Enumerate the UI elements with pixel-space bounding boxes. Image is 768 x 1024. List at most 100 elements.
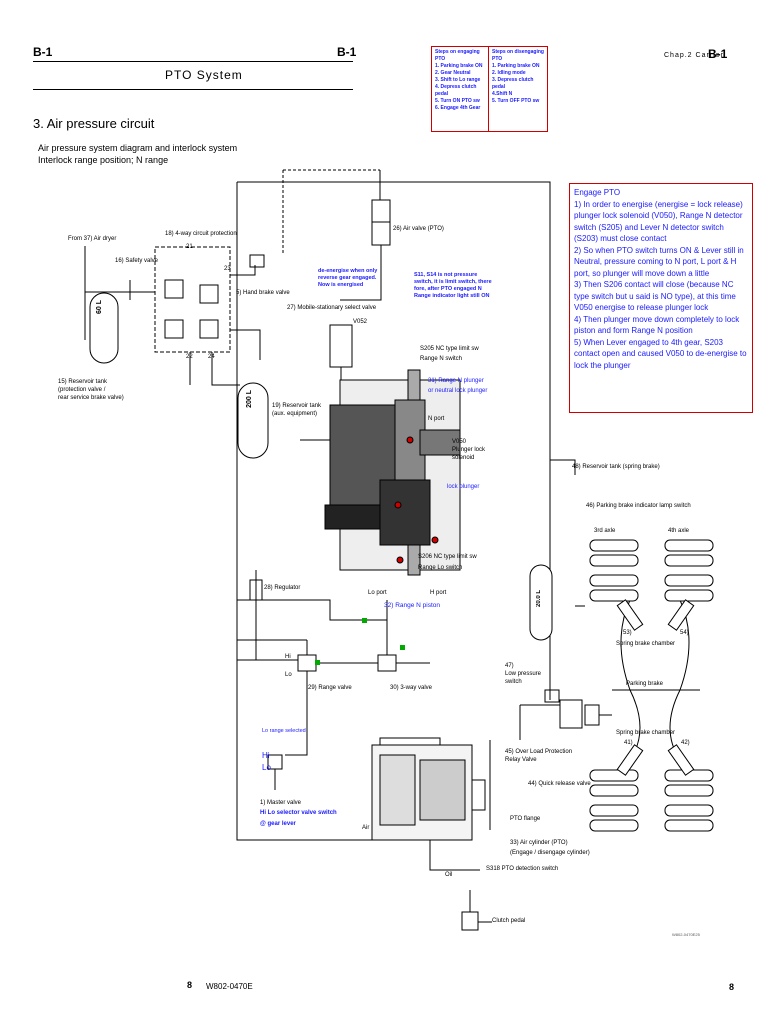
section-sub2: Interlock range position; N range	[38, 155, 169, 165]
label-tank-15-line1: 15) Reservoir tank	[58, 379, 108, 385]
tyre	[664, 784, 714, 797]
pipe-to-tank19	[230, 329, 261, 360]
label-c41: 41)	[624, 740, 633, 746]
label-s11-note: S11, S14 is not pressure switch, it is l…	[414, 272, 492, 299]
label-lo-port: Lo port	[368, 590, 387, 596]
header-rule	[33, 61, 353, 62]
label-parking-brake: Parking brake	[626, 681, 664, 687]
label-low-pressure-line1: 47)	[505, 663, 514, 669]
section-title: 3. Air pressure circuit	[33, 116, 155, 131]
tyre	[589, 784, 639, 797]
section-sub1: Air pressure system diagram and interloc…	[38, 143, 238, 153]
steps-disengaging-item: 1. Parking brake ON	[492, 63, 540, 69]
label-hi: Hi	[285, 654, 291, 660]
header-center-code: B-1	[337, 45, 357, 59]
label-gear-lever: @ gear lever	[260, 821, 296, 827]
spring-brake-chamber-41	[616, 744, 644, 776]
header-right-code: B-1	[708, 47, 728, 61]
steps-engaging-title: Steps on engaging PTO	[435, 49, 480, 62]
steps-engaging-item: 1. Parking brake ON	[435, 63, 483, 69]
label-air-valve: 26) Air valve (PTO)	[393, 226, 444, 232]
valve-d	[199, 319, 219, 339]
footer-code: W802-0470E	[206, 982, 253, 991]
tank-15-volume: 60 L	[96, 300, 103, 315]
label-oil: Oil	[445, 872, 453, 878]
label-overload-line2: Relay Valve	[505, 757, 537, 763]
label-v050-line3: solenoid	[452, 455, 475, 461]
pipe-top	[237, 181, 551, 300]
hand-brake-valve	[249, 254, 265, 268]
valve-b	[199, 284, 219, 304]
steps-disengaging-item: 5. Turn OFF PTO sw	[492, 98, 540, 104]
label-small-code: W802-0470E25	[672, 932, 700, 937]
engage-step: 1) In order to energise (energise = lock…	[574, 199, 743, 244]
label-range-n-plunger: 31) Range N plunger	[428, 378, 484, 384]
plunger-lock-solenoid	[419, 429, 461, 456]
label-c42: 42)	[681, 740, 690, 746]
label-circuit-protection: 18) 4-way circuit protection	[165, 231, 237, 237]
label-deenergise: de-energise when only reverse gear engag…	[318, 268, 378, 288]
tyre	[589, 769, 639, 782]
spring-brake-chamber-53	[616, 599, 644, 631]
label-hand-brake: 5) Hand brake valve	[236, 290, 290, 296]
label-4th-axle: 4th axle	[668, 528, 690, 534]
overload-relay-valve	[559, 699, 583, 729]
engage-step: 2) So when PTO switch turns ON & Lever s…	[574, 245, 744, 278]
label-hilo-switch: Hi Lo selector valve switch	[260, 810, 337, 816]
label-lo: Lo	[285, 672, 292, 678]
label-hilo-indicator: Hi Lo	[262, 750, 271, 774]
steps-disengaging-item: 4.Shift N	[492, 91, 513, 97]
label-air-cylinder2: (Engage / disengage cylinder)	[510, 850, 590, 856]
label-v050-line1: V050	[452, 439, 467, 445]
label-lock-plunger: lock plunger	[447, 484, 480, 490]
label-tank-48: 48) Reservoir tank (spring brake)	[572, 464, 660, 470]
pipe-24	[211, 352, 240, 386]
engage-pto-title: Engage PTO	[574, 188, 621, 197]
label-s205: S205 NC type limit sw	[420, 346, 479, 352]
tyre	[664, 574, 714, 587]
label-tank-15-line3: rear service brake valve)	[58, 395, 124, 401]
label-clutch-pedal: Clutch pedal	[492, 918, 526, 924]
tyre	[664, 589, 714, 602]
tyre	[589, 819, 639, 832]
label-tank-15-line2: (protection valve /	[58, 387, 106, 393]
s205-switch	[407, 369, 421, 401]
label-lamp-switch: 46) Parking brake indicator lamp switch	[586, 503, 691, 509]
label-v052: V052	[353, 319, 368, 325]
valve-a	[164, 279, 184, 299]
label-tank-15: 15) Reservoir tank (protection valve / r…	[58, 378, 124, 402]
circuit-protection-box	[154, 246, 231, 353]
tank-48-volume: 20.0 L	[536, 590, 542, 608]
pipe-to-spring-tank	[550, 459, 576, 475]
label-tank-19-line2: (aux. equipment)	[272, 411, 318, 417]
tyre	[664, 554, 714, 567]
footer-left-page: 8	[187, 980, 193, 990]
tyre	[589, 574, 639, 587]
label-sbc-bottom: Spring brake chamber	[616, 730, 676, 736]
label-range-valve: 29) Range valve	[308, 685, 352, 691]
label-low-pressure-line3: switch	[505, 679, 522, 685]
label-regulator: 28) Regulator	[264, 585, 301, 591]
engage-step: 3) Then S206 contact will close (because…	[574, 280, 736, 312]
label-mobile-select: 27) Mobile-stationary select valve	[287, 305, 377, 311]
tyre	[664, 539, 714, 552]
label-air: Air	[362, 825, 370, 831]
steps-engaging-item: 4. Depress clutch pedal	[435, 84, 477, 97]
label-three-way-valve: 30) 3-way valve	[390, 685, 433, 691]
label-overload: 45) Over Load Protection Relay Valve	[505, 748, 572, 764]
steps-engaging-item: 2. Gear Neutral	[435, 70, 471, 76]
tyre	[589, 804, 639, 817]
pipe-air-valve-down	[340, 245, 382, 301]
engage-pto-box: Engage PTO 1) In order to energise (ener…	[569, 183, 753, 413]
steps-disengaging-item: 2. Idling mode	[492, 70, 526, 76]
label-safety-valve: 16) Safety valve	[115, 258, 159, 264]
label-s206-range: Range Lo switch	[418, 565, 463, 571]
range-n-piston-body	[379, 479, 431, 546]
label-master-valve: 1) Master valve	[260, 800, 302, 806]
label-overload-line1: 45) Over Load Protection	[505, 749, 573, 755]
reservoir-tank-15	[89, 292, 119, 364]
mobile-select-valve	[329, 324, 353, 368]
pipe-to-hand-brake	[230, 265, 256, 276]
label-air-cylinder: 33) Air cylinder (PTO)	[510, 840, 568, 846]
tyre	[589, 539, 639, 552]
